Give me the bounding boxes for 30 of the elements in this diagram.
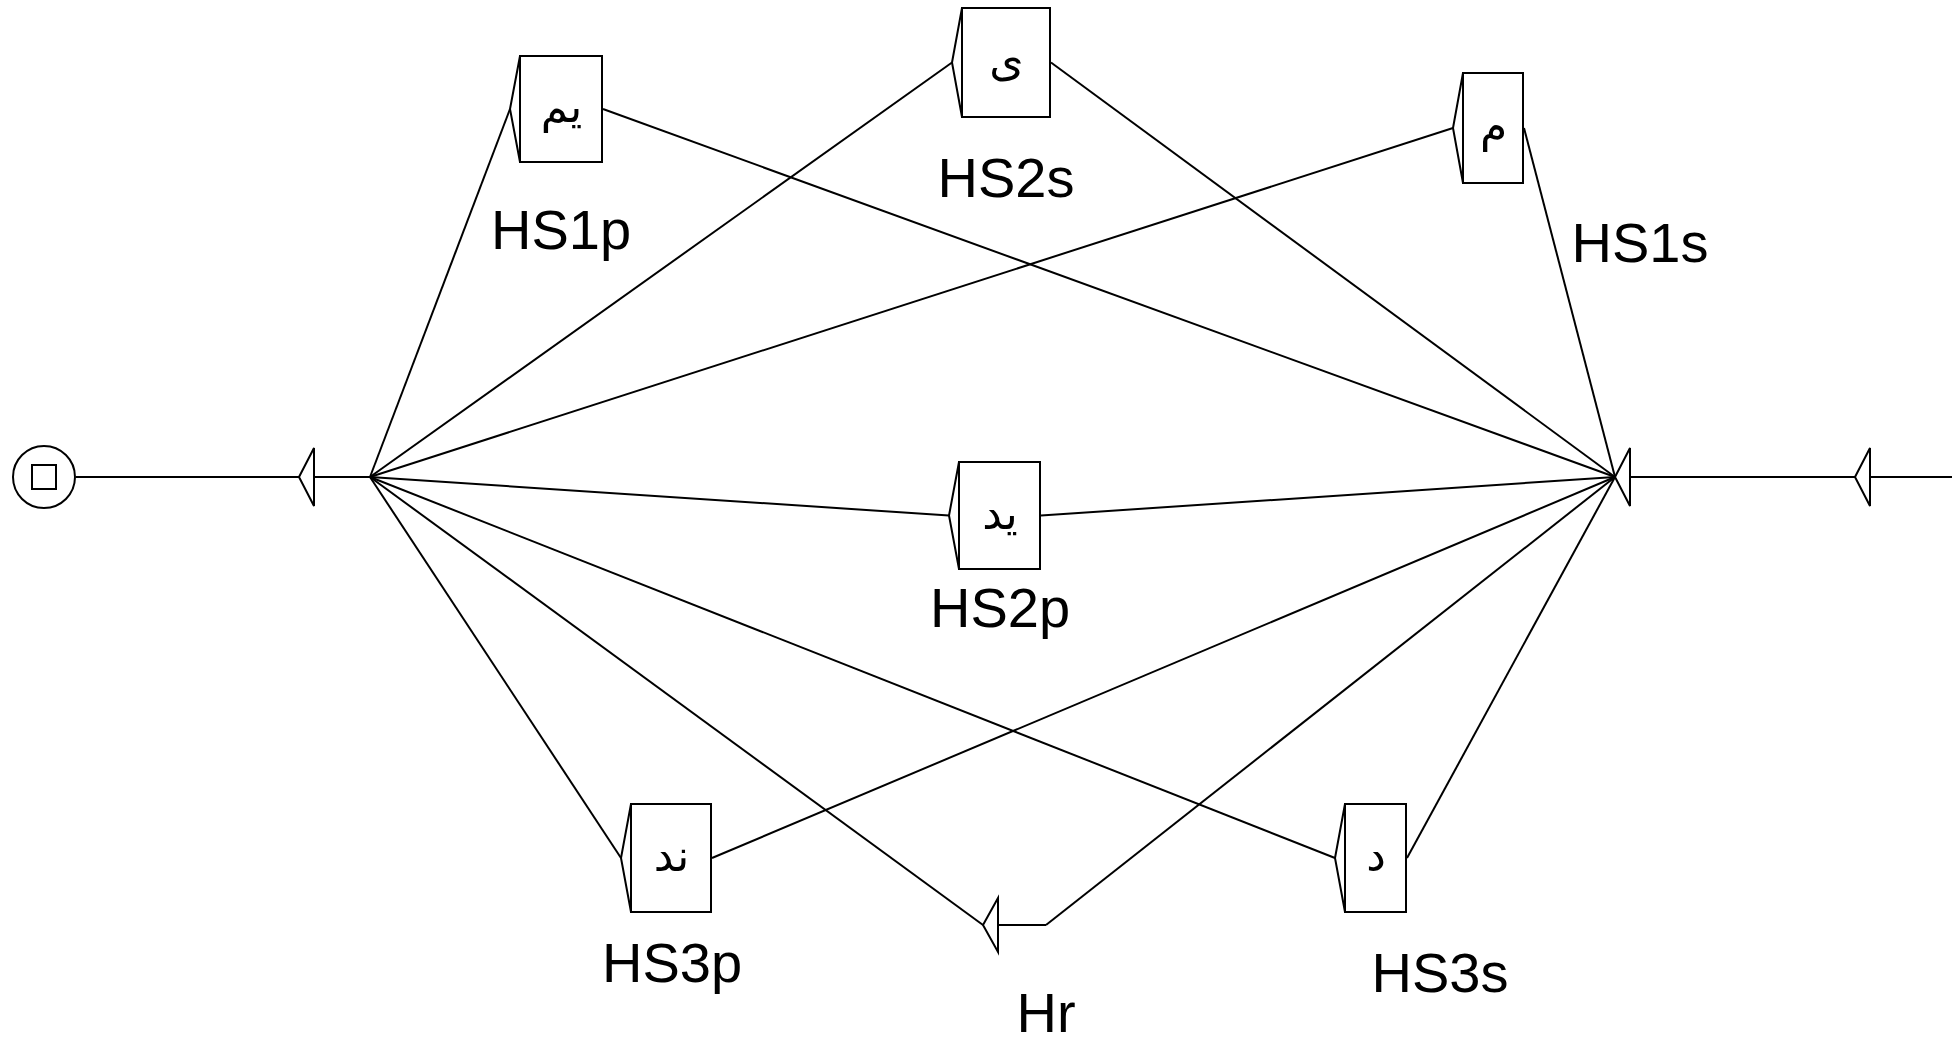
- box-label: ى: [988, 38, 1025, 83]
- initial-state: [12, 445, 76, 509]
- transition-box: [621, 803, 712, 913]
- connector-line: [369, 476, 984, 926]
- transition-box: [510, 55, 603, 163]
- empty-box: [1855, 447, 1871, 507]
- connector-line: [1050, 61, 1616, 478]
- box-caption: HS1s: [1571, 215, 1709, 271]
- box-label: ند: [652, 834, 691, 878]
- transition-box: [952, 7, 1051, 118]
- transition-box: [1335, 803, 1407, 913]
- transition-box: [949, 461, 1041, 570]
- connector-line: [75, 476, 300, 478]
- connector-line: [1045, 476, 1616, 926]
- box-caption: Hr: [1016, 985, 1076, 1041]
- connector-line: [369, 108, 511, 478]
- connector-line: [369, 61, 953, 478]
- transition-box: [1453, 72, 1524, 184]
- connector-line: [369, 476, 622, 859]
- connector-line: [1406, 476, 1616, 859]
- box-label: يد: [981, 491, 1019, 536]
- connector-line: [369, 127, 1454, 478]
- empty-box: [1615, 447, 1634, 507]
- empty-box: [299, 447, 370, 507]
- empty-box: [983, 897, 1046, 953]
- connector-line: [1870, 476, 1952, 478]
- box-caption: HS3s: [1371, 945, 1509, 1001]
- connector-line: [1633, 476, 1856, 478]
- box-label: د: [1365, 834, 1387, 878]
- box-caption: HS2s: [937, 150, 1075, 206]
